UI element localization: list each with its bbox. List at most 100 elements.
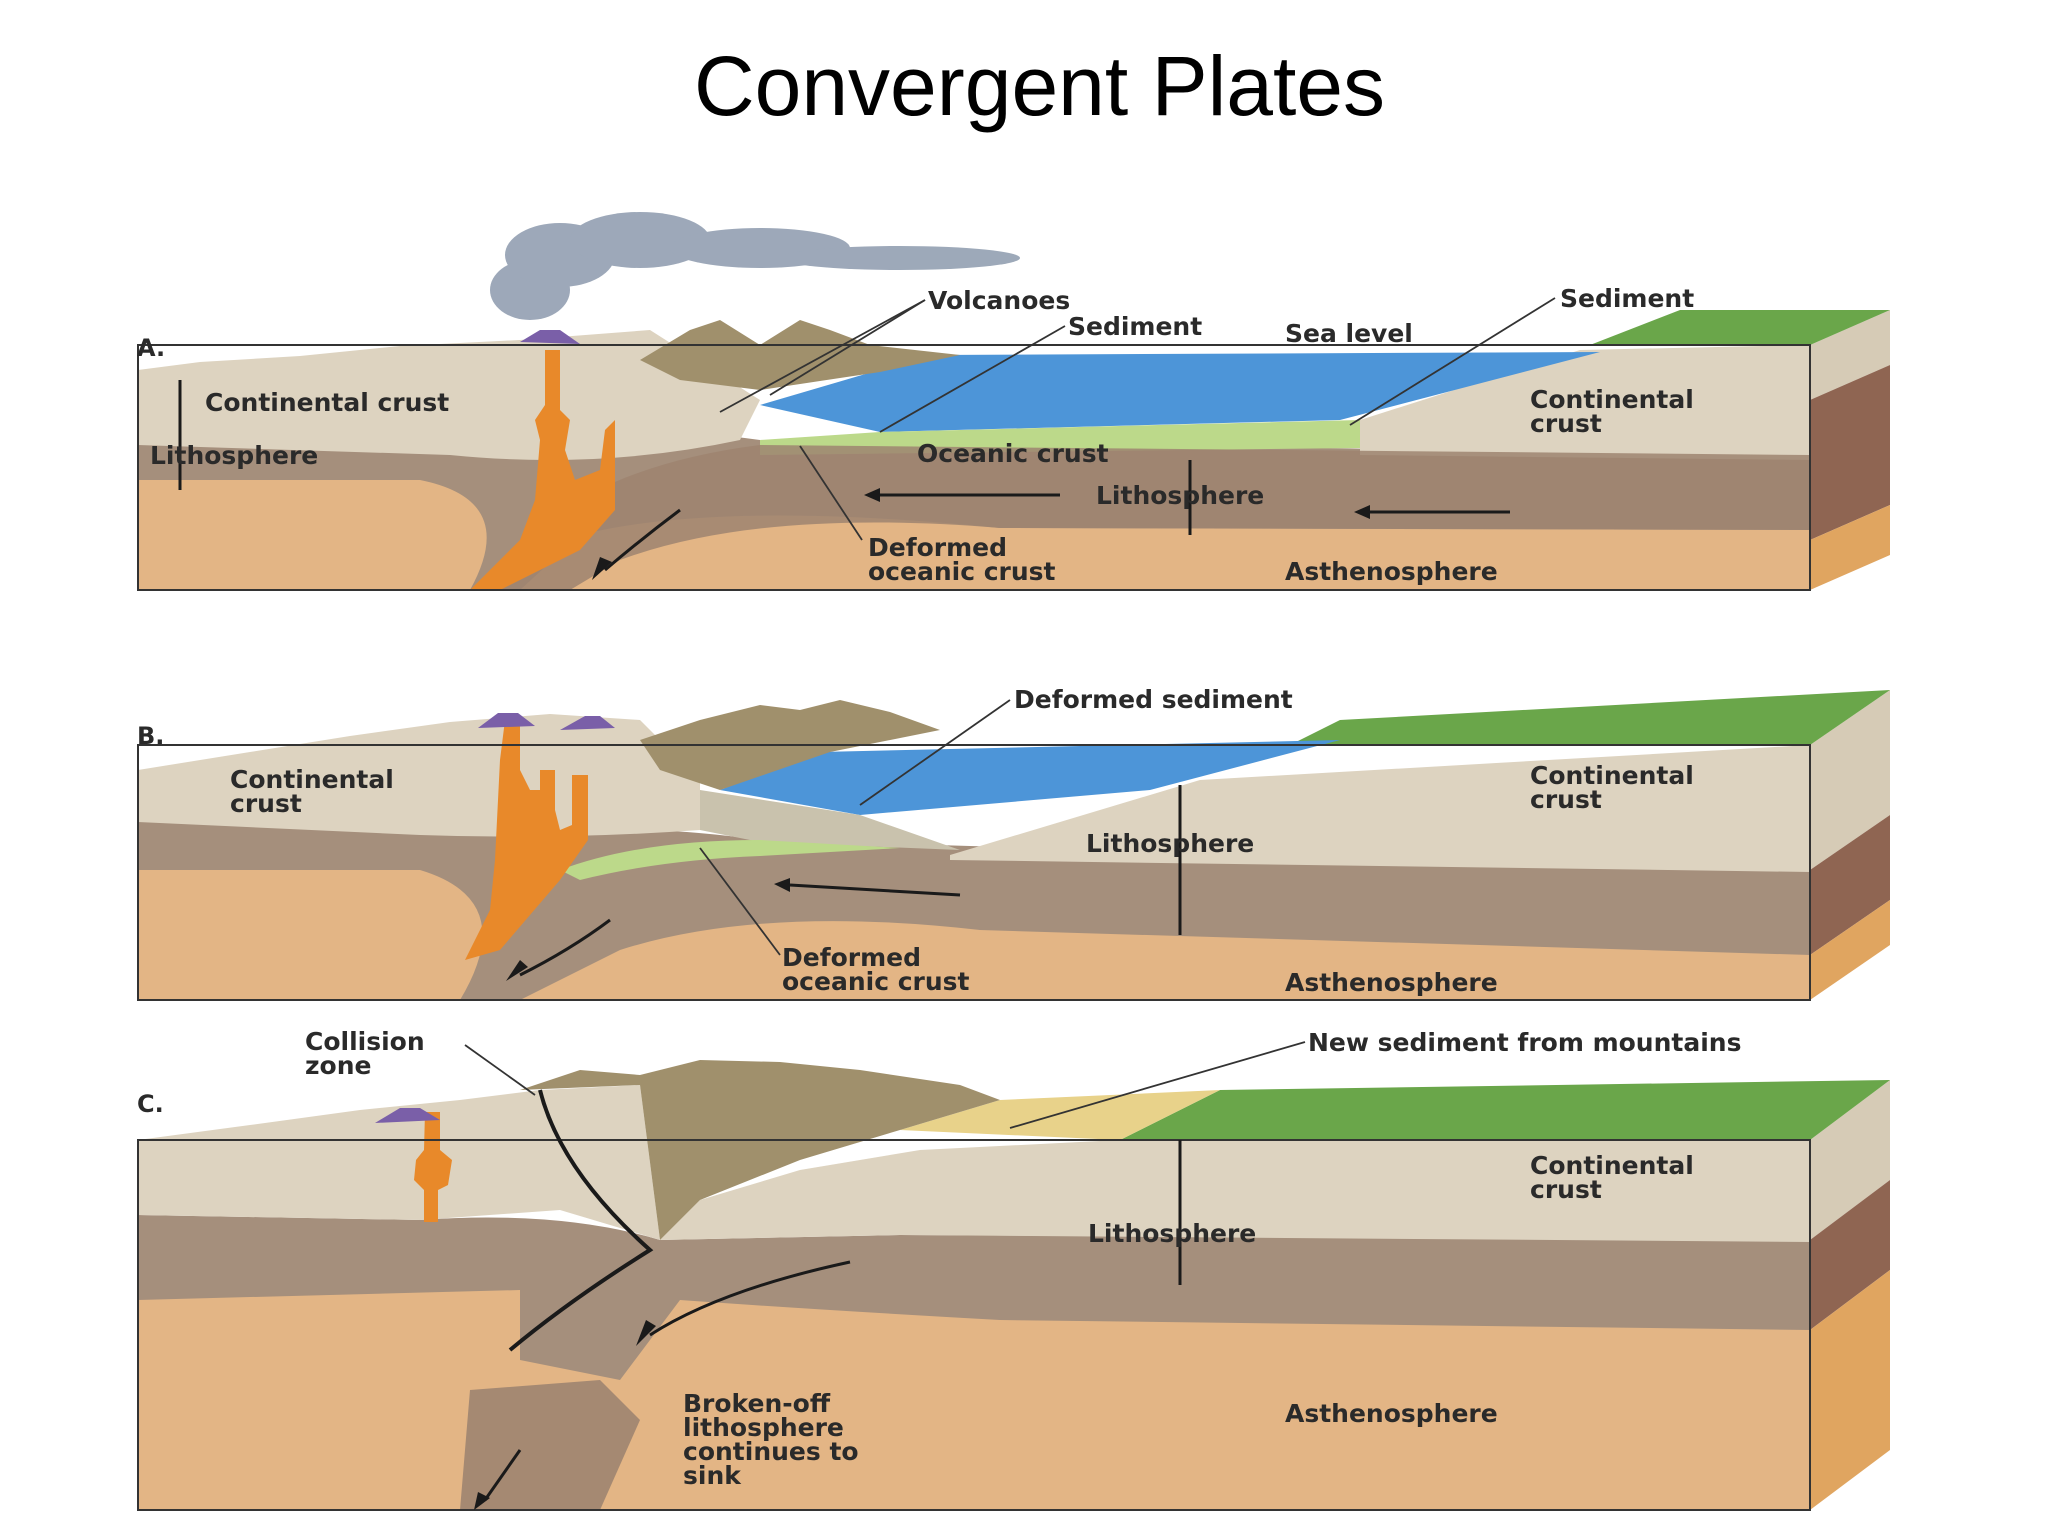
- collision-suture-c: [508, 1089, 654, 1352]
- label-lithosphere-a-left: Lithosphere: [150, 441, 318, 470]
- crust-left-c: [138, 1085, 660, 1240]
- ocean-a: [760, 352, 1600, 432]
- smoke-plume-a: [490, 212, 1020, 320]
- label-continental-crust-b-right-1: Continental: [1530, 761, 1694, 790]
- label-deformed-oc-a-2: oceanic crust: [868, 557, 1056, 586]
- block-side-asth-b: [1810, 900, 1890, 1000]
- label-continental-crust-c-right-2: crust: [1530, 1175, 1602, 1204]
- crust-right-a: [1360, 345, 1810, 460]
- label-collision-zone-1: Collision: [305, 1027, 425, 1056]
- subduction-arrowhead-a: [592, 557, 612, 580]
- subduction-arrowhead-b: [506, 960, 528, 981]
- block-side-top-c: [1810, 1080, 1890, 1240]
- land-top-b: [1290, 690, 1890, 745]
- panel-letter-c: C.: [137, 1090, 164, 1118]
- subduction-arrow-c: [649, 1260, 851, 1337]
- label-sea-level: Sea level: [1285, 319, 1413, 348]
- label-asthenosphere-a: Asthenosphere: [1285, 557, 1498, 586]
- volcano-b2: [560, 716, 615, 730]
- block-side-asth-a: [1810, 505, 1890, 590]
- label-deformed-oc-b-1: Deformed: [782, 943, 921, 972]
- land-top-a: [1590, 310, 1890, 345]
- label-deformed-sediment: Deformed sediment: [1014, 685, 1293, 714]
- label-broken-off-1: Broken-off: [683, 1389, 831, 1418]
- panel-a: A. Volcanoes Sediment Sea level Sediment…: [137, 212, 1890, 591]
- plate-arrow-b: [789, 883, 961, 897]
- label-lithosphere-b: Lithosphere: [1086, 829, 1254, 858]
- panel-b: B. Deformed sediment Continental crust C…: [137, 685, 1890, 1001]
- label-continental-crust-b-left-1: Continental: [230, 765, 394, 794]
- label-oceanic-crust: Oceanic crust: [917, 439, 1109, 468]
- mountains-a: [640, 320, 960, 390]
- leader-new-sediment: [1009, 1041, 1306, 1129]
- crust-right-b: [950, 745, 1810, 872]
- oceanic-crust-a: [760, 420, 1360, 455]
- label-continental-crust-b-right-2: crust: [1530, 785, 1602, 814]
- label-deformed-oc-b-2: oceanic crust: [782, 967, 970, 996]
- magma-a: [470, 350, 615, 590]
- label-continental-crust-c-right-1: Continental: [1530, 1151, 1694, 1180]
- crust-right-c: [660, 1140, 1810, 1242]
- magma-b: [465, 720, 588, 960]
- block-side-asth-c: [1810, 1270, 1890, 1510]
- label-new-sediment: New sediment from mountains: [1308, 1028, 1741, 1057]
- sink-arrowhead-c: [474, 1492, 490, 1510]
- magma-c: [414, 1112, 452, 1222]
- leader-deformed-oc-b: [699, 847, 781, 956]
- label-broken-off-4: sink: [683, 1461, 742, 1490]
- label-sediment-a1: Sediment: [1068, 312, 1202, 341]
- crust-left-a: [138, 330, 760, 460]
- sediment-wedge-c: [900, 1090, 1220, 1140]
- block-side-lith-c: [1810, 1180, 1890, 1330]
- label-volcanoes: Volcanoes: [928, 286, 1070, 315]
- leader-collision-zone: [464, 1044, 536, 1096]
- label-continental-crust-a-right-2: crust: [1530, 409, 1602, 438]
- block-side-top-a: [1810, 310, 1890, 400]
- block-outline-c: [137, 1139, 1811, 1511]
- volcano-c: [375, 1108, 440, 1123]
- label-sediment-a2: Sediment: [1560, 284, 1694, 313]
- label-continental-crust-a-right-1: Continental: [1530, 385, 1694, 414]
- crust-left-b: [138, 714, 700, 837]
- plate-arrowhead-b: [774, 878, 790, 892]
- lithosphere-c: [138, 1215, 1810, 1380]
- panel-letter-a: A.: [137, 334, 165, 362]
- leader-sediment-2: [1349, 297, 1556, 426]
- label-continental-crust-a-left: Continental crust: [205, 388, 449, 417]
- label-collision-zone-2: zone: [305, 1051, 371, 1080]
- label-lithosphere-a-center: Lithosphere: [1096, 481, 1264, 510]
- block-outline-a: [137, 344, 1811, 591]
- mountains-c: [520, 1060, 1000, 1240]
- plate-arrowhead-a2: [1354, 505, 1370, 519]
- panel-c: C. Collision zone New sediment from moun…: [137, 1027, 1890, 1511]
- label-asthenosphere-c: Asthenosphere: [1285, 1399, 1498, 1428]
- label-lithosphere-c: Lithosphere: [1088, 1219, 1256, 1248]
- subduction-arrow-b: [519, 918, 611, 977]
- block-outline-b: [137, 744, 1811, 1001]
- subduction-arrowhead-c: [636, 1320, 656, 1346]
- broken-slab-c: [460, 1380, 640, 1510]
- oceanic-crust-b: [560, 840, 900, 880]
- block-side-lith-a: [1810, 365, 1890, 540]
- subduction-arrow-a: [604, 508, 681, 572]
- label-deformed-oc-a-1: Deformed: [868, 533, 1007, 562]
- deformed-sediment-b: [700, 790, 960, 850]
- label-broken-off-2: lithosphere: [683, 1413, 844, 1442]
- sink-arrow-c: [483, 1449, 522, 1501]
- panel-letter-b: B.: [137, 722, 164, 750]
- label-asthenosphere-b: Asthenosphere: [1285, 968, 1498, 997]
- block-side-top-b: [1810, 690, 1890, 870]
- leader-deformed-oc-a: [799, 445, 863, 541]
- volcano-b1: [478, 713, 535, 728]
- land-top-c: [1120, 1080, 1890, 1140]
- block-side-lith-b: [1810, 815, 1890, 955]
- volcano-a: [520, 330, 580, 344]
- subducting-slab-a: [480, 445, 1810, 590]
- ocean-b: [720, 740, 1340, 815]
- plate-arrowhead-a1: [864, 488, 880, 502]
- leader-sediment-1: [879, 325, 1066, 433]
- leader-deformed-sediment: [859, 699, 1011, 806]
- label-broken-off-3: continues to: [683, 1437, 859, 1466]
- leader-volcanoes-2: [769, 299, 926, 396]
